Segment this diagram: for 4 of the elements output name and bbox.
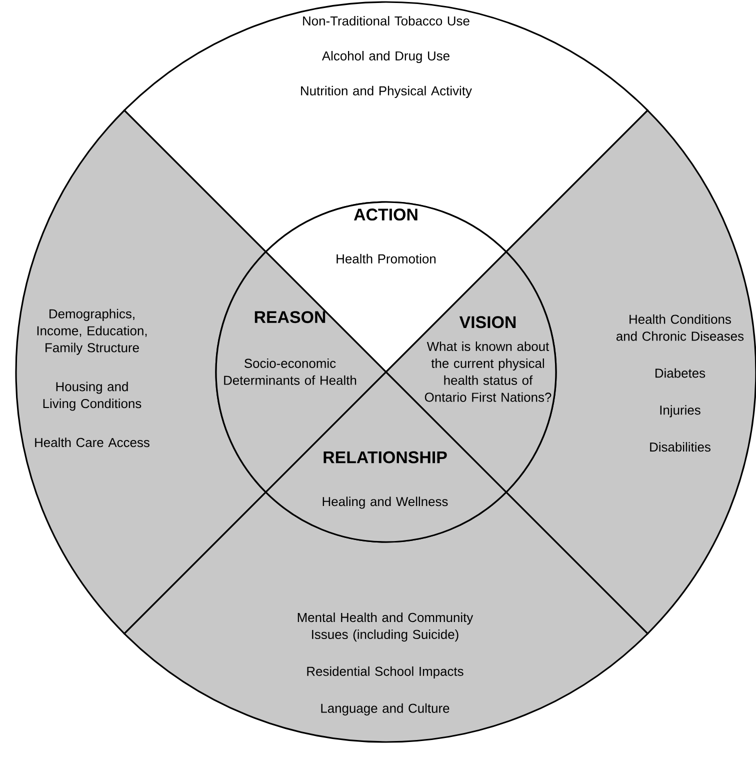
- sector: Mental Health and Community Issues (including Suicide) Residential School Impacts Language and Culture: [298, 612, 474, 716]
- sector: Demographics, Income, Education, Family Structure Housing and Living Conditions Health Care Access: [35, 308, 150, 448]
- sector: Health Conditions and Chronic Diseases Diabetes Injuries Disabilities: [616, 314, 744, 452]
- sector: Non-Traditional Tobacco Use Alcohol and Drug Use Nutrition and Physical Activity: [301, 16, 472, 98]
